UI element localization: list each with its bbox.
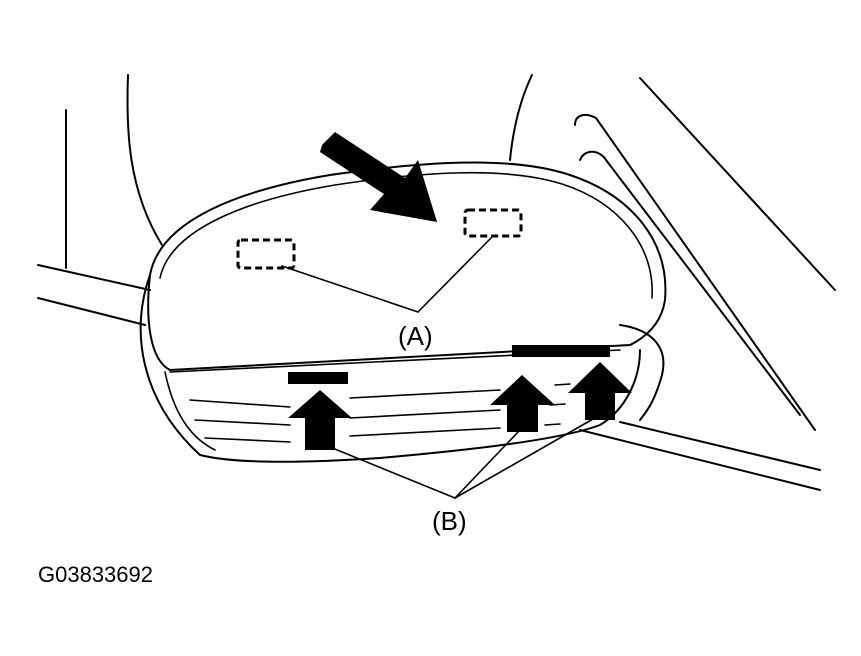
figure-id: G03833692 [38, 562, 153, 587]
clip-a-left [236, 238, 296, 270]
arrow-up-icon [490, 375, 555, 432]
clip-b-right [512, 345, 610, 357]
arrow-up-icon [568, 362, 632, 420]
arrow-up-icon [288, 390, 352, 450]
mirror-housing [139, 161, 667, 463]
vehicle-body-outline [37, 74, 836, 491]
label-clip-b: (B) [432, 506, 467, 536]
clip-a-right [463, 208, 523, 238]
cover-lower-ridges [169, 349, 621, 443]
arrow-down-right-icon [320, 132, 437, 222]
leader-lines-b [324, 414, 601, 499]
clip-b-left [288, 372, 348, 384]
label-clip-a: (A) [398, 321, 433, 351]
leader-lines-a [281, 235, 494, 313]
